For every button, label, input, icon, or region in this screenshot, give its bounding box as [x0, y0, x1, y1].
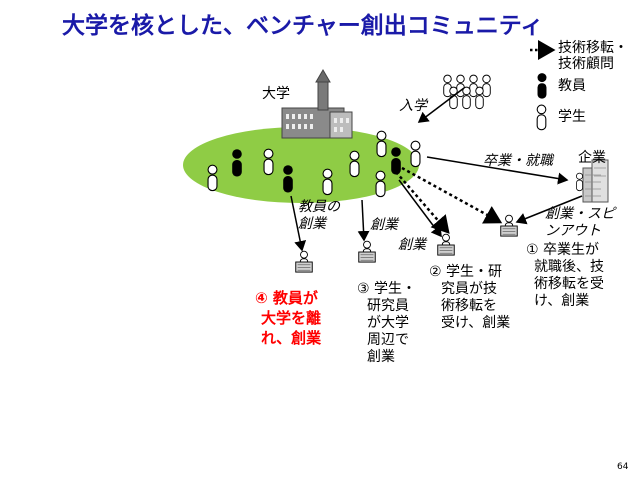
graduation-arrow: [426, 156, 569, 185]
student-icon: [375, 170, 386, 198]
student-icon: [410, 140, 421, 168]
spinout-arrow: [515, 195, 583, 225]
faculty-startup-arrow: [290, 195, 307, 252]
startup-label-a: 創業: [370, 217, 398, 233]
faculty-startup-label: 教員の 創業: [298, 199, 340, 232]
transfer-arrow-2: [395, 171, 450, 234]
community-ellipse: [183, 127, 419, 203]
university-building-icon: [281, 69, 353, 139]
graduation-label: 卒業・就職: [483, 153, 553, 169]
incoming-students-icon: [443, 74, 491, 110]
venture-icon-3: [358, 240, 376, 263]
legend-faculty-icon: [537, 73, 547, 99]
legend-faculty-label: 教員: [558, 78, 586, 94]
venture-icon-4: [295, 250, 313, 273]
company-employee-icon: [576, 172, 583, 192]
spinout-label: 創業・スピ ンアウト: [545, 206, 615, 239]
nearby-startup-arrow: [357, 199, 370, 242]
transfer-arrow-1: [401, 166, 503, 224]
case-4-text: ④ 教員が 大学を離 れ、創業: [255, 289, 322, 347]
university-label: 大学: [262, 86, 290, 102]
faculty-icon: [391, 147, 401, 175]
slide-title: 大学を核とした、ベンチャー創出コミュニティ: [62, 13, 544, 39]
venture-icon-1: [500, 214, 518, 237]
legend-transfer-label: 技術移転・ 技術顧問: [558, 40, 628, 72]
case-2-text: ② 学生・研 究員が技 術移転を 受け、創業: [429, 264, 511, 331]
legend-student-icon: [536, 104, 547, 131]
student-icon: [263, 148, 274, 176]
case-3-text: ③ 学生・ 研究員 が大学 周辺で 創業: [357, 281, 417, 365]
company-label: 企業: [578, 150, 606, 166]
enrollment-arrow: [417, 87, 465, 123]
student-icon: [376, 130, 387, 158]
legend-student-label: 学生: [558, 109, 586, 125]
page-number: 64: [617, 462, 629, 472]
student-icon: [207, 164, 218, 192]
venture-icon-2: [437, 233, 455, 256]
student-startup-arrow: [398, 179, 442, 238]
faculty-icon: [232, 149, 242, 177]
company-building-icon: [582, 159, 609, 203]
enrollment-label: 入学: [399, 98, 427, 114]
student-icon: [322, 168, 333, 196]
faculty-icon: [283, 165, 293, 193]
case-1-text: ① 卒業生が 就職後、技 術移転を受 け、創業: [526, 242, 604, 309]
startup-label-b: 創業: [398, 237, 426, 253]
student-icon: [349, 150, 360, 178]
